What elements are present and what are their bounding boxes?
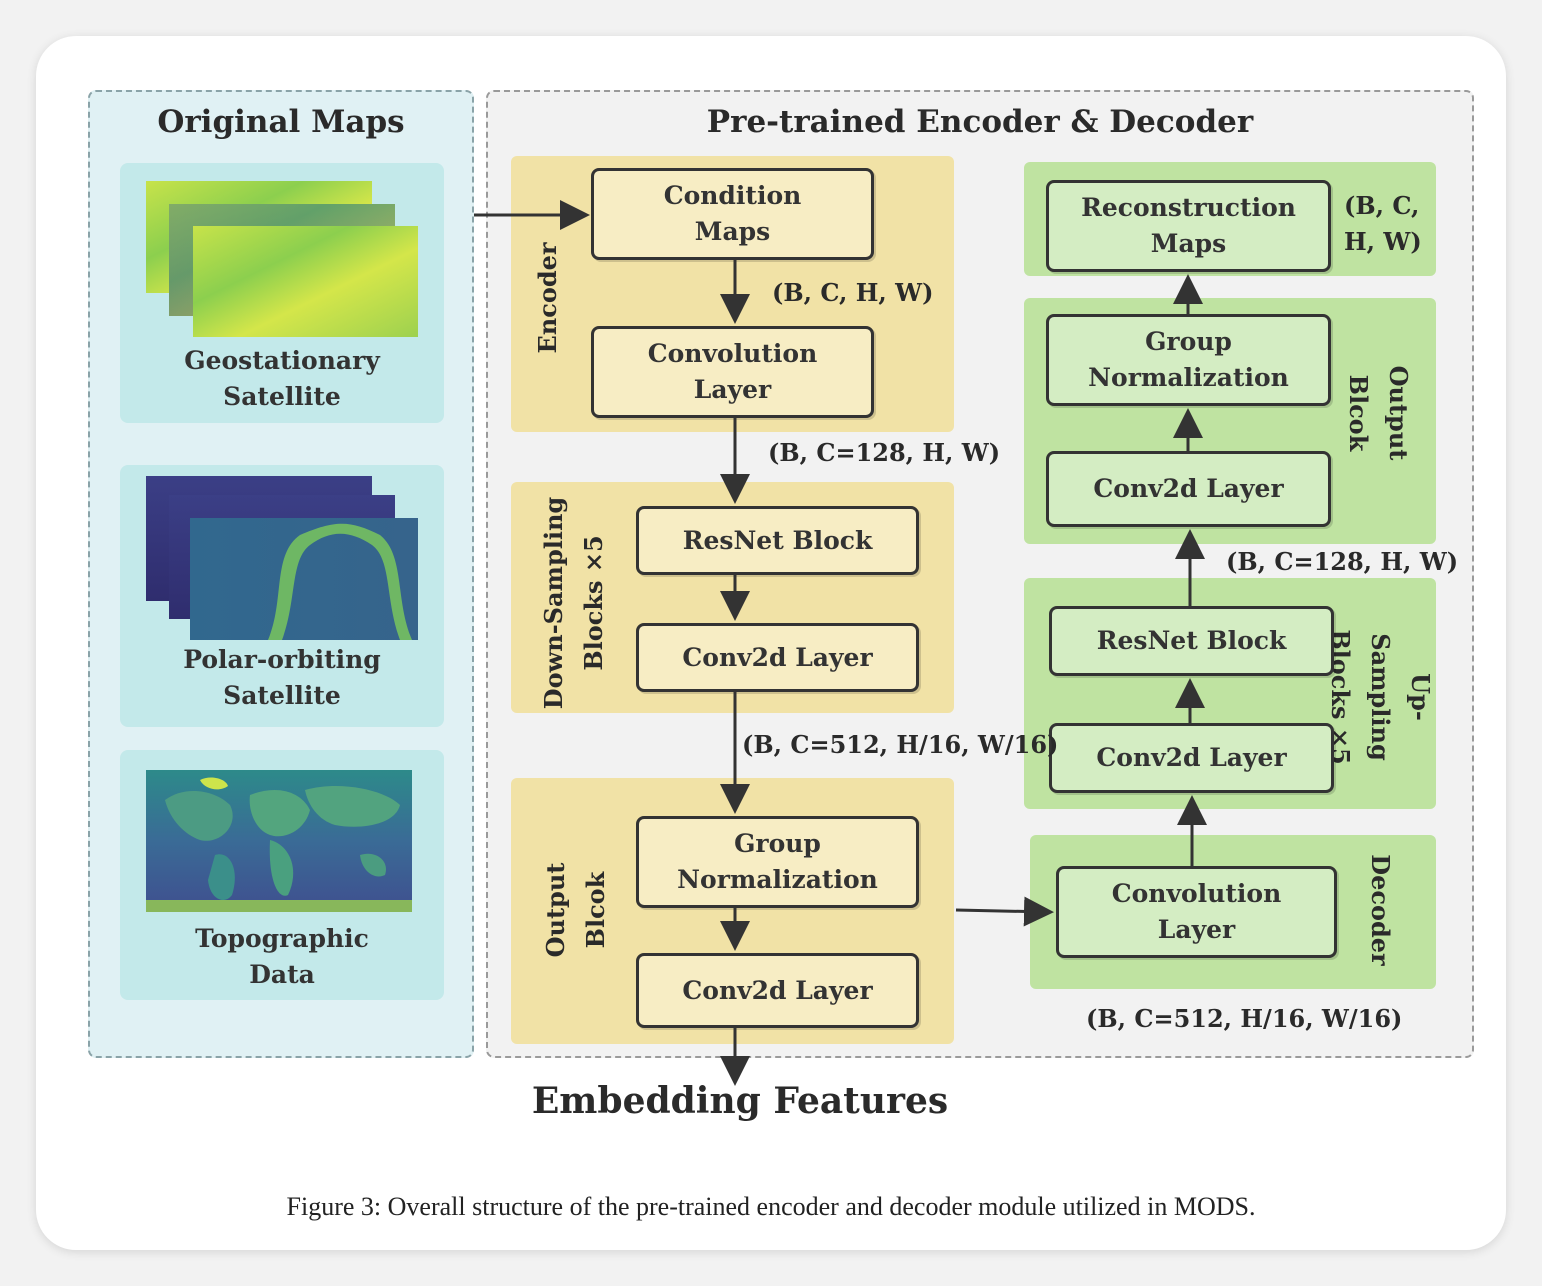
encoder-group-norm-box: Group Normalization xyxy=(636,816,919,908)
encoder-decoder-title: Pre-trained Encoder & Decoder xyxy=(706,104,1254,140)
condition-maps-box: Condition Maps xyxy=(591,168,874,260)
down-conv2d-layer-box: Conv2d Layer xyxy=(636,623,919,692)
arrow-encoder-to-decoder xyxy=(955,896,1054,927)
dim-up-sampling-output: (B, C=128, H, W) xyxy=(1226,547,1459,576)
dim-decoder-output: (B, C=512, H/16, W/16) xyxy=(1086,1004,1403,1033)
encoder-convolution-layer-box: Convolution Layer xyxy=(591,326,874,418)
reconstruction-maps-box: Reconstruction Maps xyxy=(1046,180,1331,272)
up-conv2d-layer-box: Conv2d Layer xyxy=(1049,723,1334,793)
topographic-label: Topographic Data xyxy=(195,924,369,989)
embedding-features-label: Embedding Features xyxy=(531,1080,949,1122)
geostationary-label: Geostationary Satellite xyxy=(184,346,380,411)
dim-encoder-conv-output: (B, C=128, H, W) xyxy=(768,438,1001,467)
encoder-output-conv2d-box: Conv2d Layer xyxy=(636,953,919,1028)
dim-encoder-input: (B, C, H, W) xyxy=(772,278,934,307)
decoder-convolution-layer-box: Convolution Layer xyxy=(1056,866,1337,958)
dim-reconstruction: (B, C, H, W) xyxy=(1344,191,1422,256)
decoder-group-norm-box: Group Normalization xyxy=(1046,314,1331,406)
decoder-output-conv2d-box: Conv2d Layer xyxy=(1046,451,1331,527)
polar-orbiting-label: Polar-orbiting Satellite xyxy=(183,645,381,710)
up-resnet-block-box: ResNet Block xyxy=(1049,606,1334,676)
original-maps-title: Original Maps xyxy=(157,104,405,140)
figure-caption: Figure 3: Overall structure of the pre-t… xyxy=(286,1192,1256,1221)
down-resnet-block-box: ResNet Block xyxy=(636,506,919,575)
dim-down-sampling-output: (B, C=512, H/16, W/16) xyxy=(742,730,1059,759)
